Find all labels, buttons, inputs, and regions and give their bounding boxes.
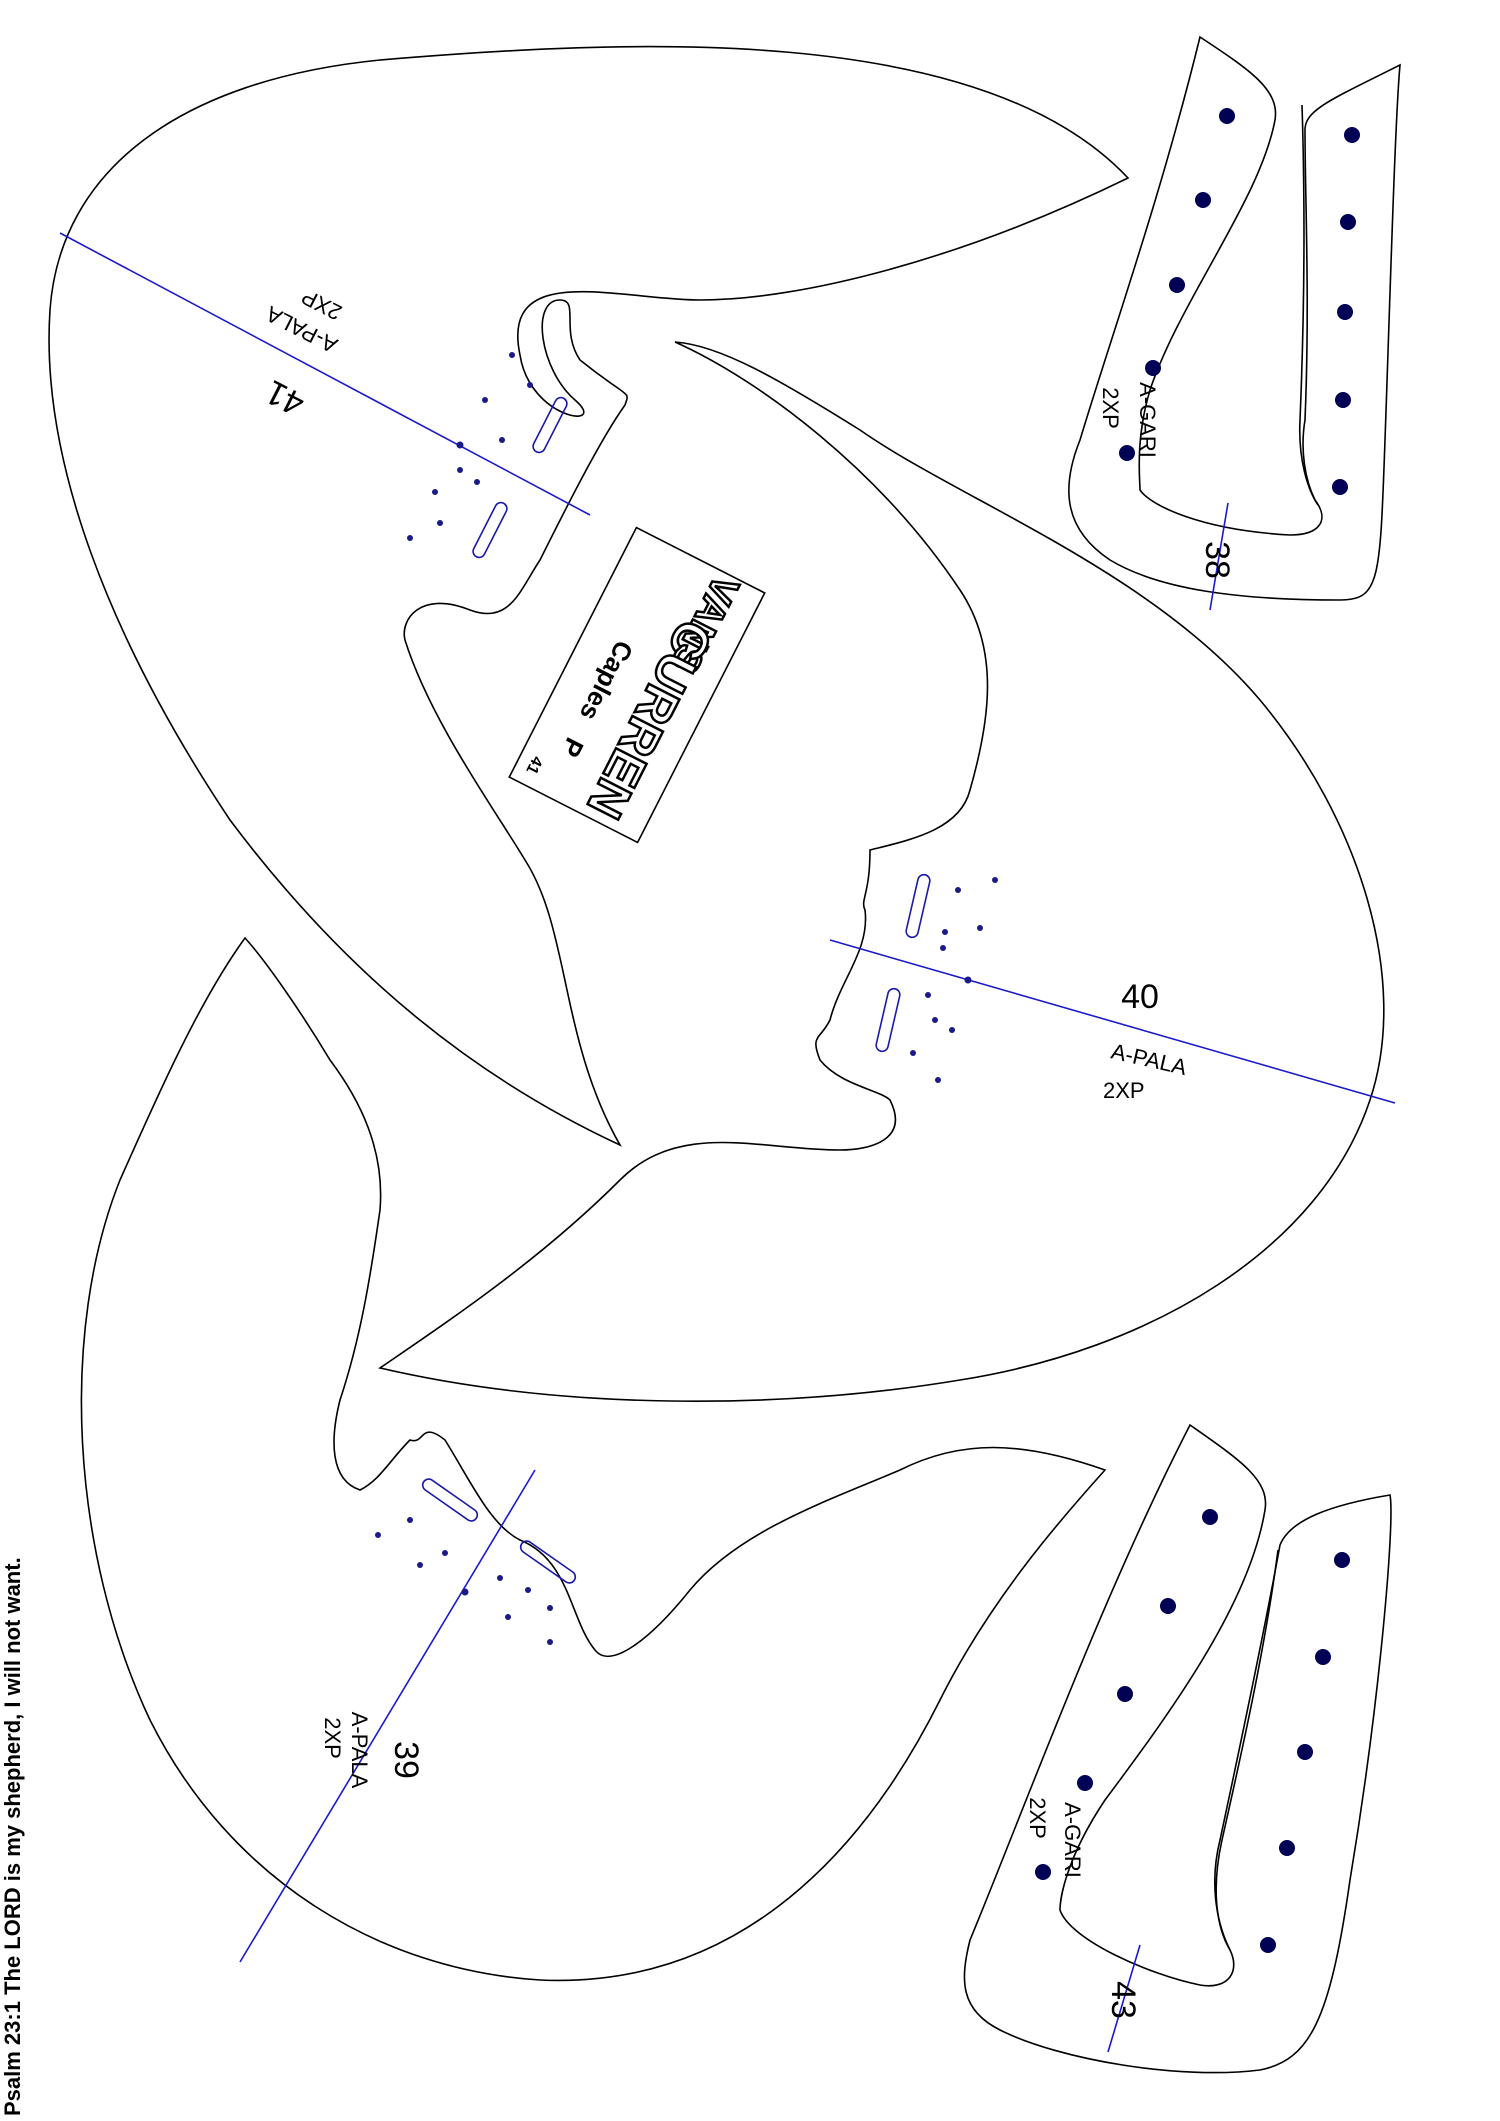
piece-39-slot-2 xyxy=(519,1540,577,1584)
piece-41-slot-1 xyxy=(532,396,568,454)
piece-43-punch-holes xyxy=(1035,1509,1350,1953)
brand-tag-size: 41 xyxy=(522,753,545,777)
piece-38-grain-line xyxy=(1209,502,1229,611)
pattern-piece-39: 39 A-PALA 2XP xyxy=(80,936,1107,1982)
piece-38-quantity: 2XP xyxy=(1098,387,1123,429)
piece-38-label: A-GARI xyxy=(1135,382,1160,458)
piece-39-outline xyxy=(80,936,1107,1982)
piece-40-stitch-dots xyxy=(910,877,998,1083)
piece-38-number: 38 xyxy=(1198,541,1236,579)
brand-tag-mark: P xyxy=(555,733,590,762)
piece-39-stitch-dots xyxy=(375,1517,553,1645)
brand-tag: VANS CURREN Caples P 41 xyxy=(508,526,766,844)
piece-38-outer-outline xyxy=(1068,35,1401,601)
piece-41-stitch-dots xyxy=(407,352,533,541)
piece-43-label: A-GARI xyxy=(1060,1802,1085,1878)
piece-43-grain-line xyxy=(1107,1944,1141,2053)
pattern-piece-38: 38 A-GARI 2XP xyxy=(1068,35,1401,611)
piece-38-punch-holes xyxy=(1119,108,1360,495)
pattern-piece-43: 43 A-GARI 2XP xyxy=(963,1423,1392,2074)
piece-43-outer-outline xyxy=(963,1423,1392,2074)
piece-40-slot-2 xyxy=(875,987,901,1053)
piece-43-quantity: 2XP xyxy=(1025,1797,1050,1839)
piece-39-quantity: 2XP xyxy=(320,1717,345,1759)
piece-39-label: A-PALA xyxy=(347,1712,372,1789)
piece-40-label: A-PALA xyxy=(1109,1039,1190,1081)
piece-40-slot-1 xyxy=(905,873,931,939)
piece-41-slot-2 xyxy=(472,501,508,559)
piece-39-number: 39 xyxy=(387,1741,425,1779)
piece-39-slot-1 xyxy=(421,1478,479,1522)
piece-38-inner-outline xyxy=(1298,104,1319,506)
piece-41-number: 41 xyxy=(260,372,311,423)
piece-43-number: 43 xyxy=(1104,1981,1142,2019)
piece-40-outline xyxy=(378,341,1385,1402)
piece-40-number: 40 xyxy=(1121,978,1159,1016)
brand-tag-frame xyxy=(508,526,766,844)
piece-43-inner-outline xyxy=(1215,1549,1279,1951)
verse-caption: Psalm 23:1 The LORD is my shepherd, I wi… xyxy=(0,1557,25,2116)
piece-39-grain-line xyxy=(239,1469,536,1963)
piece-40-quantity: 2XP xyxy=(1103,1078,1145,1103)
piece-41-grain-line xyxy=(59,232,591,516)
piece-40-grain-line xyxy=(829,939,1396,1104)
